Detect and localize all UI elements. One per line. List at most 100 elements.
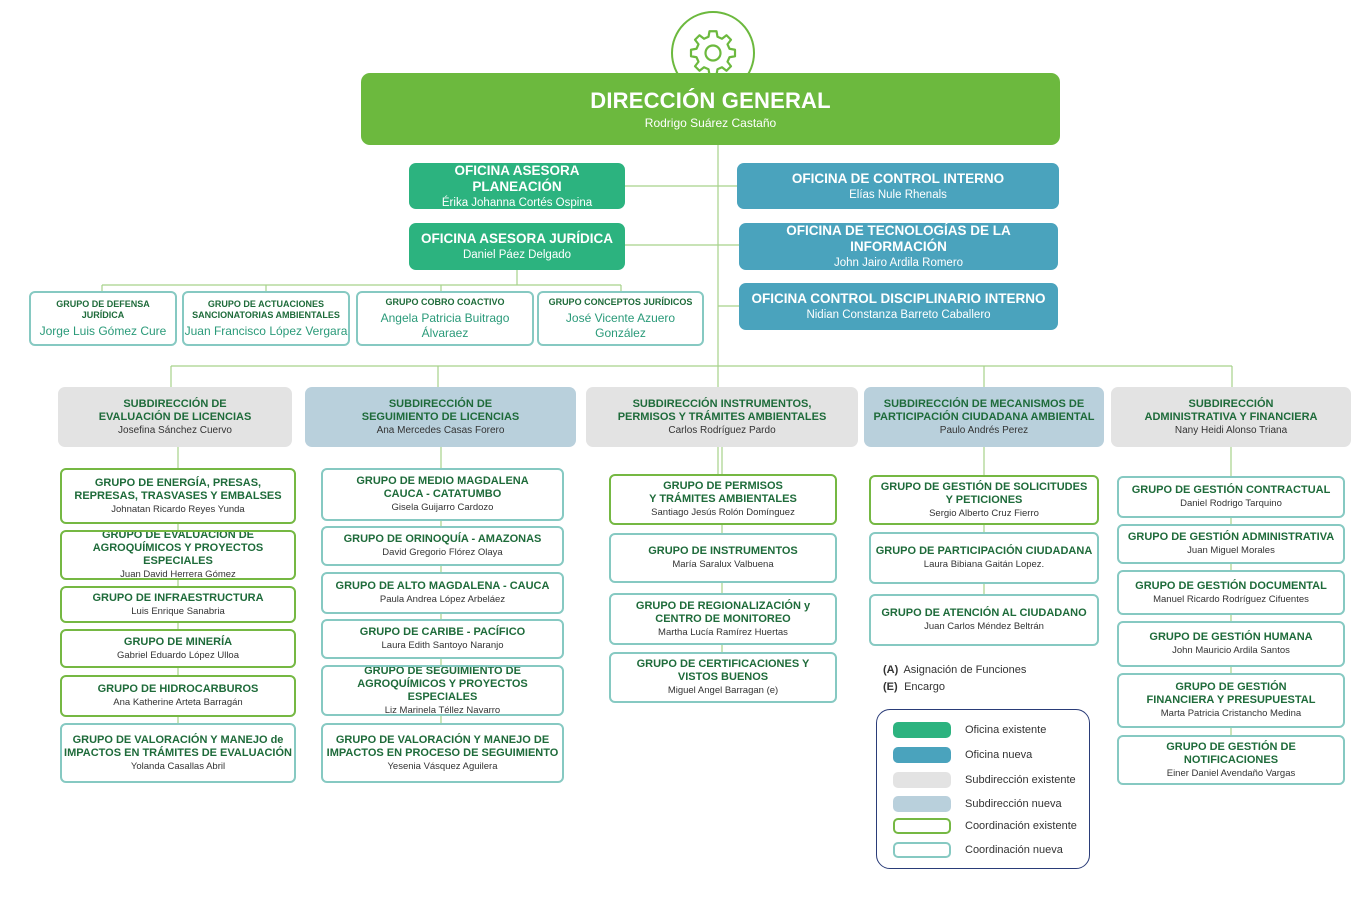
grupo-box-name: Yesenia Vásquez Aguilera [387, 760, 498, 772]
legend-label: Oficina existente [965, 724, 1047, 736]
grupo-box-title: GRUPO DE ATENCIÓN AL CIUDADANO [881, 607, 1087, 619]
oficina-disciplinario-box: OFICINA CONTROL DISCIPLINARIO INTERNO Ni… [739, 283, 1058, 330]
grupo-box-name: Liz Marinela Téllez Navarro [384, 704, 501, 716]
oficina-planeacion-box: OFICINA ASESORA PLANEACIÓN Érika Johanna… [409, 163, 625, 209]
legend-swatch [893, 818, 951, 834]
grupo-box-name: John Mauricio Ardila Santos [1172, 645, 1290, 656]
subdireccion-box-name: Paulo Andrés Perez [939, 424, 1029, 436]
grupo-box-title: GRUPO DE MEDIO MAGDALENA CAUCA - CATATUM… [356, 475, 529, 500]
grupo-box-title: GRUPO DE INFRAESTRUCTURA [92, 591, 264, 604]
grupo-box-title: GRUPO DE GESTIÓN FINANCIERA Y PRESUPUEST… [1146, 681, 1316, 706]
oficina-juridica-box: OFICINA ASESORA JURÍDICA Daniel Páez Del… [409, 223, 625, 270]
grupo-box-title: GRUPO DE GESTIÓN HUMANA [1149, 631, 1313, 643]
grupo-box-name: Daniel Rodrigo Tarquino [1180, 498, 1282, 509]
subdireccion-box-name: Ana Mercedes Casas Forero [376, 424, 505, 436]
grupo-box-name: Paula Andrea López Arbeláez [379, 594, 506, 605]
subdireccion-box-title: SUBDIRECCIÓN DE EVALUACIÓN DE LICENCIAS [98, 397, 252, 423]
grupo-box: GRUPO DE CERTIFICACIONES Y VISTOS BUENOS… [609, 652, 837, 703]
grupo-box: GRUPO DE INSTRUMENTOS María Saralux Valbu… [609, 533, 837, 583]
subdireccion-box-title: SUBDIRECCIÓN DE MECANISMOS DE PARTICIPAC… [873, 397, 1095, 423]
oficina-name: Elías Nule Rhenals [849, 188, 947, 201]
subdireccion-box-title: SUBDIRECCIÓN DE SEGUIMIENTO DE LICENCIAS [361, 397, 520, 423]
legend-swatch [893, 796, 951, 812]
grupo-juridica-box-title: GRUPO COBRO COACTIVO [385, 296, 505, 307]
grupo-box-title: GRUPO DE HIDROCARBUROS [97, 683, 259, 695]
subdireccion-box-title: SUBDIRECCIÓN INSTRUMENTOS, PERMISOS Y TR… [617, 397, 827, 423]
grupo-box-title: GRUPO DE GESTIÓN DE NOTIFICACIONES [1166, 740, 1296, 766]
grupo-box-title: GRUPO DE EVALUACIÓN DE AGROQUÍMICOS Y PR… [92, 530, 264, 567]
grupo-box-name: Gisela Guijarro Cardozo [391, 502, 494, 513]
grupo-box: GRUPO DE MEDIO MAGDALENA CAUCA - CATATUM… [321, 468, 564, 521]
grupo-box-title: GRUPO DE ENERGÍA, PRESAS, REPRESAS, TRAS… [74, 476, 282, 502]
direccion-title: DIRECCIÓN GENERAL [590, 88, 831, 113]
legend-item: Oficina existente [893, 722, 1046, 738]
grupo-box-title: GRUPO DE PARTICIPACIÓN CIUDADANA [875, 545, 1093, 557]
subdireccion-box-name: Josefina Sánchez Cuervo [118, 424, 232, 436]
grupo-box: GRUPO DE REGIONALIZACIÓN y CENTRO DE MON… [609, 593, 837, 645]
legend-swatch [893, 772, 951, 788]
subdireccion-box: SUBDIRECCIÓN DE SEGUIMIENTO DE LICENCIAS… [305, 387, 576, 447]
grupo-juridica-box-title: GRUPO DE DEFENSA JURÍDICA [56, 298, 150, 320]
grupo-box-title: GRUPO DE PERMISOS Y TRÁMITES AMBIENTALES [649, 480, 797, 505]
legend-item: Coordinación nueva [893, 842, 1063, 858]
grupo-box: GRUPO DE GESTIÓN DE SOLICITUDES Y PETICI… [869, 475, 1099, 525]
subdireccion-box: SUBDIRECCIÓN INSTRUMENTOS, PERMISOS Y TR… [586, 387, 858, 447]
legend-label: Subdirección existente [965, 774, 1076, 786]
grupo-box-name: Marta Patricia Cristancho Medina [1160, 708, 1302, 719]
subdireccion-box: SUBDIRECCIÓN ADMINISTRATIVA Y FINANCIERA… [1111, 387, 1351, 447]
subdireccion-box-name: Nany Heidi Alonso Triana [1174, 424, 1288, 436]
grupo-box-name: Miguel Angel Barragan (e) [667, 685, 779, 696]
oficina-name: Daniel Páez Delgado [462, 249, 572, 261]
grupo-box-name: Ana Katherine Arteta Barragán [113, 697, 243, 708]
subdireccion-box-title: SUBDIRECCIÓN ADMINISTRATIVA Y FINANCIERA [1144, 397, 1318, 423]
grupo-box-name: Santiago Jesús Rolón Domínguez [651, 507, 795, 518]
grupo-box-title: GRUPO DE REGIONALIZACIÓN y CENTRO DE MON… [635, 599, 811, 625]
grupo-box: GRUPO DE CARIBE - PACÍFICO Laura Edith Sa… [321, 619, 564, 659]
oficina-name: Nidian Constanza Barreto Caballero [806, 309, 991, 321]
grupo-box-title: GRUPO DE INSTRUMENTOS [648, 545, 798, 557]
grupo-box-title: GRUPO DE GESTIÓN DOCUMENTAL [1135, 579, 1327, 592]
grupo-box: GRUPO DE EVALUACIÓN DE AGROQUÍMICOS Y PR… [60, 530, 296, 580]
legend-label: Coordinación nueva [965, 844, 1063, 856]
grupo-box: GRUPO DE SEGUIMIENTO DE AGROQUÍMICOS Y P… [321, 665, 564, 716]
legend-item: Oficina nueva [893, 747, 1032, 763]
subdireccion-box-name: Carlos Rodríguez Pardo [668, 424, 776, 436]
grupo-box-name: María Saralux Valbuena [672, 559, 774, 570]
grupo-juridica-box-title: GRUPO DE ACTUACIONES SANCIONATORIAS AMBI… [192, 298, 340, 320]
grupo-box-name: Juan David Herrera Gómez [120, 569, 236, 580]
grupo-box-name: Johnatan Ricardo Reyes Yunda [111, 503, 245, 515]
grupo-box: GRUPO DE ALTO MAGDALENA - CAUCA Paula And… [321, 572, 564, 614]
note-item: (A) Asignación de Funciones [883, 664, 1027, 676]
grupo-juridica-box-name: Juan Francisco López Vergara [184, 323, 348, 338]
direccion-name: Rodrigo Suárez Castaño [644, 116, 777, 130]
grupo-box-title: GRUPO DE CARIBE - PACÍFICO [359, 626, 526, 638]
legend-swatch [893, 842, 951, 858]
legend-item: Subdirección nueva [893, 796, 1062, 812]
legend-item: Subdirección existente [893, 772, 1076, 788]
grupo-box: GRUPO DE GESTIÓN HUMANA John Mauricio Ard… [1117, 621, 1345, 667]
grupo-box: GRUPO DE HIDROCARBUROS Ana Katherine Arte… [60, 675, 296, 717]
grupo-box-name: Sergio Alberto Cruz Fierro [929, 507, 1039, 519]
grupo-box: GRUPO DE PERMISOS Y TRÁMITES AMBIENTALES… [609, 474, 837, 525]
grupo-box-title: GRUPO DE ORINOQUÍA - AMAZONAS [343, 533, 542, 545]
direccion-general-box: DIRECCIÓN GENERAL Rodrigo Suárez Castaño [361, 73, 1060, 145]
grupo-box-name: Gabriel Eduardo López Ulloa [117, 649, 239, 661]
grupo-box-title: GRUPO DE SEGUIMIENTO DE AGROQUÍMICOS Y P… [357, 665, 528, 703]
grupo-box-name: Manuel Ricardo Rodríguez Cifuentes [1153, 593, 1309, 605]
subdireccion-box: SUBDIRECCIÓN DE MECANISMOS DE PARTICIPAC… [864, 387, 1104, 447]
grupo-box-name: Laura Edith Santoyo Naranjo [381, 640, 504, 651]
grupo-box-title: GRUPO DE ALTO MAGDALENA - CAUCA [335, 580, 550, 592]
grupo-box-name: Einer Daniel Avendaño Vargas [1166, 767, 1296, 779]
grupo-box-name: Martha Lucía Ramírez Huertas [658, 626, 788, 638]
grupo-box-title: GRUPO DE VALORACIÓN Y MANEJO DE IMPACTOS… [326, 733, 559, 759]
